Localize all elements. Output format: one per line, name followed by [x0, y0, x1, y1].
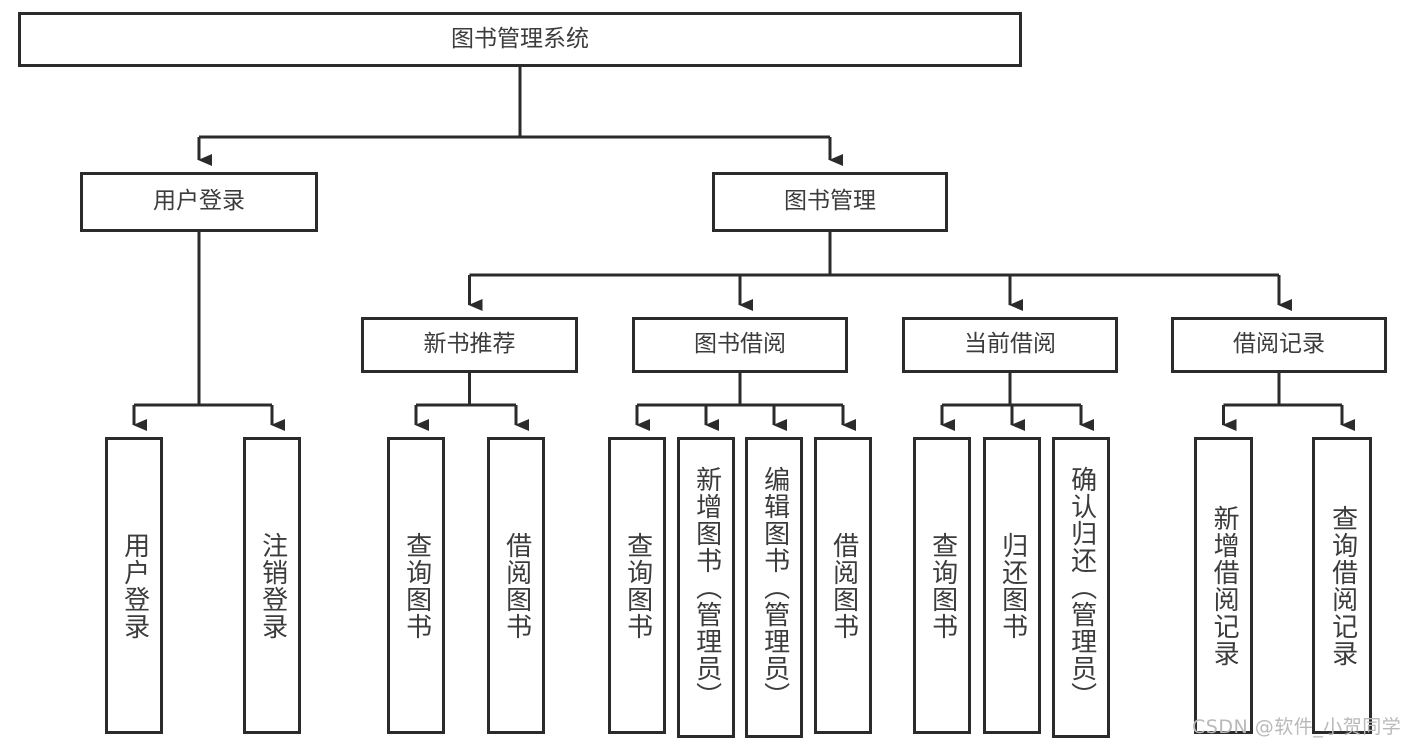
leaf-node-box[interactable]	[1052, 437, 1110, 738]
leaf-node-box[interactable]	[387, 437, 445, 734]
leaf-node-box[interactable]	[983, 437, 1041, 734]
level3-node-box[interactable]	[361, 317, 578, 373]
leaf-node-box[interactable]	[243, 437, 301, 734]
node-boxes-layer	[18, 12, 1387, 738]
leaf-node-box[interactable]	[1312, 437, 1372, 734]
connectors-layer	[132, 67, 1355, 431]
level3-node-box[interactable]	[902, 317, 1118, 373]
leaf-node-box[interactable]	[745, 437, 803, 738]
level2-node-box[interactable]	[80, 172, 318, 232]
leaf-node-box[interactable]	[913, 437, 971, 734]
root-node-box[interactable]	[18, 12, 1022, 67]
leaf-node-box[interactable]	[608, 437, 666, 734]
csdn-watermark: CSDN @软件_小贺同学	[1192, 716, 1402, 738]
leaf-node-box[interactable]	[814, 437, 872, 734]
level3-node-box[interactable]	[1171, 317, 1387, 373]
leaf-node-box[interactable]	[105, 437, 163, 734]
level2-node-box[interactable]	[712, 172, 948, 232]
leaf-node-box[interactable]	[677, 437, 735, 738]
level3-node-box[interactable]	[632, 317, 848, 373]
leaf-node-box[interactable]	[1194, 437, 1253, 734]
leaf-node-box[interactable]	[487, 437, 545, 734]
